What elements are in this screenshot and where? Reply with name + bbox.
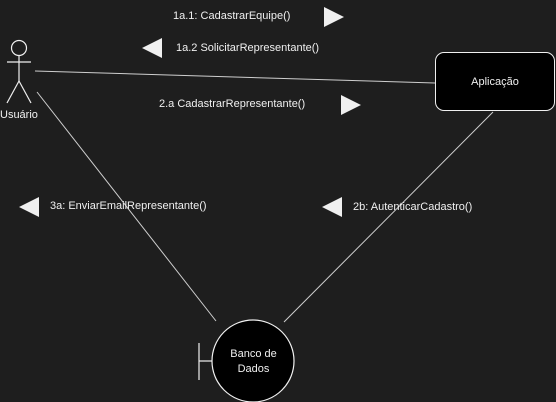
database-label-line1: Banco de [230,348,277,360]
arrow-right-icon [324,7,344,27]
database-label-line2: Dados [237,363,270,375]
message-label: 1a.2 SolicitarRepresentante() [176,42,320,54]
message-label: 3a: EnviarEmailRepresentante() [50,200,207,212]
link-usuario-banco [36,91,217,322]
arrow-left-icon [322,197,342,217]
arrow-left-icon [19,197,39,217]
arrow-right-icon [341,95,361,115]
database-label: Banco de Dados [211,347,296,377]
link-usuario-aplicacao [34,70,436,84]
application-label: Aplicação [471,75,519,88]
application-node: Aplicação [435,52,555,111]
link-aplicacao-banco [283,111,494,323]
actor-label: Usuário [0,109,38,121]
message-label: 2b: AutenticarCadastro() [353,201,473,213]
message-label: 2.a CadastrarRepresentante() [159,98,306,110]
arrow-left-icon [142,38,162,58]
message-label: 1a.1: CadastrarEquipe() [173,10,291,22]
actor-usuario-icon [6,39,32,104]
database-icon [198,319,295,402]
